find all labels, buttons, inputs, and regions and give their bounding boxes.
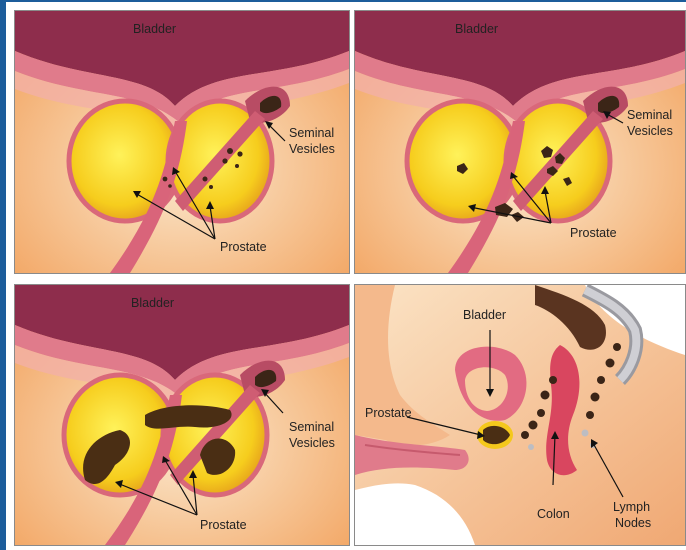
prostate-label: Prostate bbox=[365, 406, 412, 420]
colon-label: Colon bbox=[537, 507, 570, 521]
stage-4-illustration: Bladder Prostate Colon Lymph Nodes bbox=[355, 285, 685, 545]
bladder-label: Bladder bbox=[463, 308, 506, 322]
stage-4-panel: Bladder Prostate Colon Lymph Nodes bbox=[354, 284, 686, 546]
stage-3-panel: Bladder Seminal Vesicles Prostate bbox=[14, 284, 350, 546]
bladder-label: Bladder bbox=[455, 22, 498, 36]
stage-2-panel: Bladder Seminal Vesicles Prostate bbox=[354, 10, 686, 274]
illustration-sheet: Bladder Seminal Vesicles Prostate bbox=[6, 2, 686, 550]
bladder-label: Bladder bbox=[131, 296, 174, 310]
stage-1-illustration: Bladder Seminal Vesicles Prostate bbox=[15, 11, 349, 273]
prostate-label: Prostate bbox=[570, 226, 617, 240]
prostate-label: Prostate bbox=[200, 518, 247, 532]
stage-1-panel: Bladder Seminal Vesicles Prostate bbox=[14, 10, 350, 274]
stage-3-illustration: Bladder Seminal Vesicles Prostate bbox=[15, 285, 349, 545]
prostate-label: Prostate bbox=[220, 240, 267, 254]
bladder-label: Bladder bbox=[133, 22, 176, 36]
stage-2-illustration: Bladder Seminal Vesicles Prostate bbox=[355, 11, 685, 273]
